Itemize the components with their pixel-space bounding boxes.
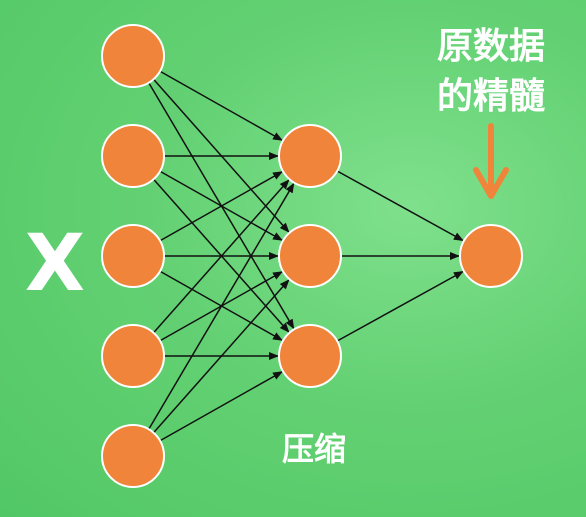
input-layer-node-2 xyxy=(101,224,165,288)
output-layer-node-0 xyxy=(459,224,523,288)
edge-hidden-layer-0-to-output-layer-0 xyxy=(336,170,464,242)
edge-input-layer-0-to-hidden-layer-0 xyxy=(159,70,284,141)
edge-hidden-layer-2-to-output-layer-0 xyxy=(336,270,464,342)
connections xyxy=(148,70,464,442)
hidden-layer-node-2 xyxy=(278,324,342,388)
input-layer-node-3 xyxy=(101,324,165,388)
edge-input-layer-4-to-hidden-layer-2 xyxy=(159,371,284,442)
edge-input-layer-4-to-hidden-layer-0 xyxy=(148,182,295,430)
input-layer-node-4 xyxy=(101,424,165,488)
essence-label-line2: 的精髓 xyxy=(437,76,545,117)
input-label: X xyxy=(25,219,85,309)
essence-label-line1: 原数据 xyxy=(437,26,545,67)
bottleneck-label: 压缩 xyxy=(282,430,346,468)
hidden-layer-node-0 xyxy=(278,124,342,188)
neurons xyxy=(101,24,523,488)
edge-input-layer-3-to-hidden-layer-0 xyxy=(152,179,290,334)
hidden-layer-node-1 xyxy=(278,224,342,288)
edge-input-layer-4-to-hidden-layer-1 xyxy=(152,279,290,434)
edge-input-layer-2-to-hidden-layer-0 xyxy=(159,171,284,242)
input-layer-node-1 xyxy=(101,124,165,188)
down-arrow-icon xyxy=(473,123,509,199)
input-layer-node-0 xyxy=(101,24,165,88)
